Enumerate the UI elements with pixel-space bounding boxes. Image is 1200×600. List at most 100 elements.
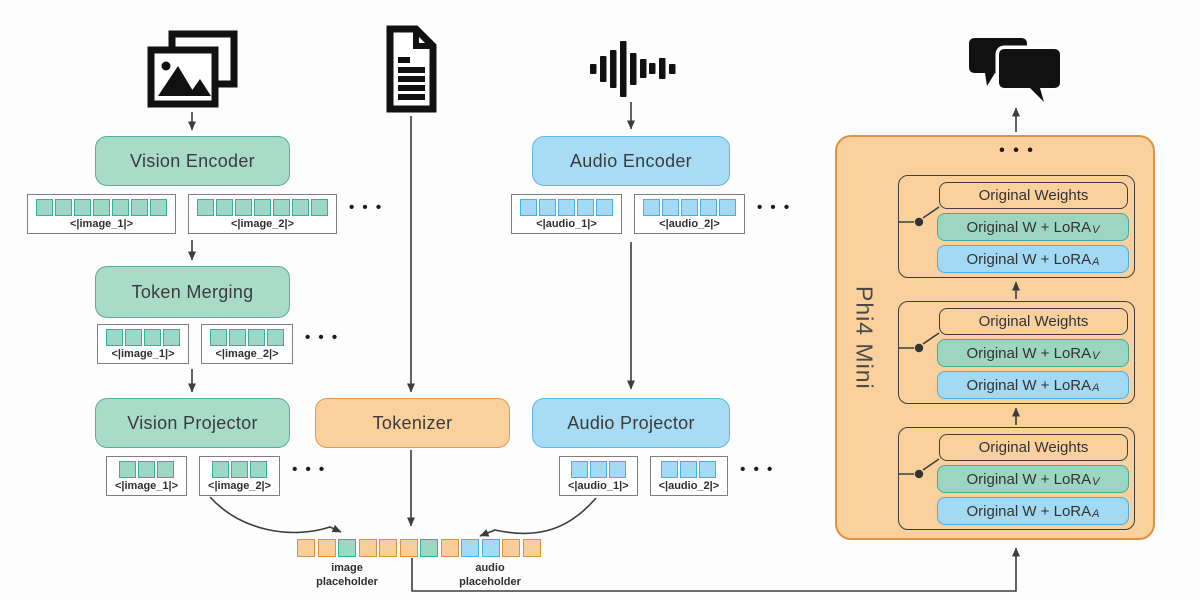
token-group: <|image_2|>	[188, 194, 337, 234]
token-cell	[229, 329, 246, 346]
token-cell	[36, 199, 53, 216]
ellipsis: • • •	[757, 198, 792, 216]
token-group: <|audio_2|>	[634, 194, 745, 234]
vision-encoder-box: Vision Encoder	[95, 136, 290, 186]
vision-encoder-label: Vision Encoder	[130, 150, 255, 171]
token-cell	[520, 199, 537, 216]
token-cell	[210, 329, 227, 346]
token-cell	[570, 461, 588, 478]
audio-projected-tokens: <|audio_1|> <|audio_2|> • • •	[559, 456, 774, 496]
token-group-label: <|audio_1|>	[568, 480, 629, 492]
chat-bubbles-icon	[969, 38, 1064, 106]
token-cell	[93, 199, 110, 216]
token-cell	[138, 461, 156, 478]
token-cell	[74, 199, 91, 216]
merged-token-sequence	[297, 539, 541, 557]
ellipsis: • • •	[349, 198, 384, 216]
token-merging-label: Token Merging	[131, 281, 254, 302]
token-cell	[150, 199, 167, 216]
token-group: <|image_1|>	[97, 324, 189, 364]
audio-projector-box: Audio Projector	[532, 398, 730, 448]
token-cell	[250, 461, 268, 478]
merged-token-cell	[358, 539, 377, 557]
original-weights-box: Original Weights	[939, 434, 1128, 461]
token-cell	[125, 329, 142, 346]
token-cell	[558, 199, 575, 216]
token-group: <|audio_1|>	[559, 456, 638, 496]
token-cell	[608, 461, 626, 478]
audio-projector-label: Audio Projector	[567, 412, 695, 433]
audio-encoder-label: Audio Encoder	[570, 150, 692, 171]
merged-token-cell	[461, 539, 479, 557]
token-group-label: <|image_1|>	[111, 348, 175, 360]
vision-encoded-tokens: <|image_1|> <|image_2|> • • •	[27, 194, 383, 234]
image-placeholder-label: image placeholder	[316, 562, 378, 588]
token-cell	[231, 461, 249, 478]
token-group: <|image_1|>	[27, 194, 176, 234]
vision-projected-tokens: <|image_1|><|image_2|>• • •	[106, 456, 326, 496]
token-cell	[197, 199, 214, 216]
ellipsis: • • •	[740, 460, 775, 478]
token-cell	[539, 199, 556, 216]
merged-token-cell	[440, 539, 459, 557]
token-group-label: <|image_1|>	[69, 218, 134, 230]
phi4-mini-label: Phi4 Mini	[851, 285, 878, 390]
token-group-label: <|audio_1|>	[536, 218, 597, 230]
token-cell	[699, 461, 717, 478]
merged-token-cell	[481, 539, 500, 557]
merged-token-cell	[338, 539, 356, 557]
token-group-label: <|audio_2|>	[658, 480, 720, 492]
token-cell	[719, 199, 736, 216]
token-group-label: <|audio_2|>	[659, 218, 720, 230]
token-cell	[254, 199, 271, 216]
merged-token-cell	[379, 539, 397, 557]
token-cell	[112, 199, 129, 216]
token-cell	[163, 329, 180, 346]
token-cell	[157, 461, 175, 478]
tokenizer-box: Tokenizer	[315, 398, 510, 448]
token-cell	[292, 199, 309, 216]
token-cell	[577, 199, 594, 216]
token-group-label: <|image_2|>	[215, 348, 279, 360]
merged-token-cell	[317, 539, 336, 557]
token-cell	[273, 199, 290, 216]
token-group-label: <|image_1|>	[115, 480, 179, 492]
token-cell	[106, 329, 123, 346]
token-group-label: <|image_2|>	[230, 218, 295, 230]
token-cell	[661, 461, 679, 478]
tokenizer-label: Tokenizer	[372, 412, 453, 433]
merged-token-cell	[420, 539, 438, 557]
token-cell	[681, 199, 698, 216]
phi4-ellipsis: • • •	[999, 142, 1035, 159]
token-cell	[216, 199, 233, 216]
token-cell	[700, 199, 717, 216]
images-icon	[147, 30, 238, 108]
waveform-icon	[590, 41, 676, 97]
token-cell	[119, 461, 137, 478]
token-group: <|audio_1|>	[511, 194, 622, 234]
token-group: <|image_2|>	[199, 456, 281, 496]
token-group: <|image_2|>	[201, 324, 293, 364]
audio-encoder-box: Audio Encoder	[532, 136, 730, 186]
token-group-label: <|image_2|>	[208, 480, 272, 492]
ellipsis: • • •	[305, 328, 340, 346]
token-cell	[662, 199, 679, 216]
audio-encoded-tokens: <|audio_1|> <|audio_2|> • • •	[511, 194, 791, 234]
token-cell	[212, 461, 230, 478]
token-cell	[144, 329, 161, 346]
token-cell	[267, 329, 284, 346]
original-weights-box: Original Weights	[939, 308, 1128, 335]
token-cell	[55, 199, 72, 216]
merged-token-cell	[502, 539, 520, 557]
token-merging-box: Token Merging	[95, 266, 290, 318]
token-group: <|image_1|>	[106, 456, 188, 496]
merged-token-cell	[399, 539, 418, 557]
